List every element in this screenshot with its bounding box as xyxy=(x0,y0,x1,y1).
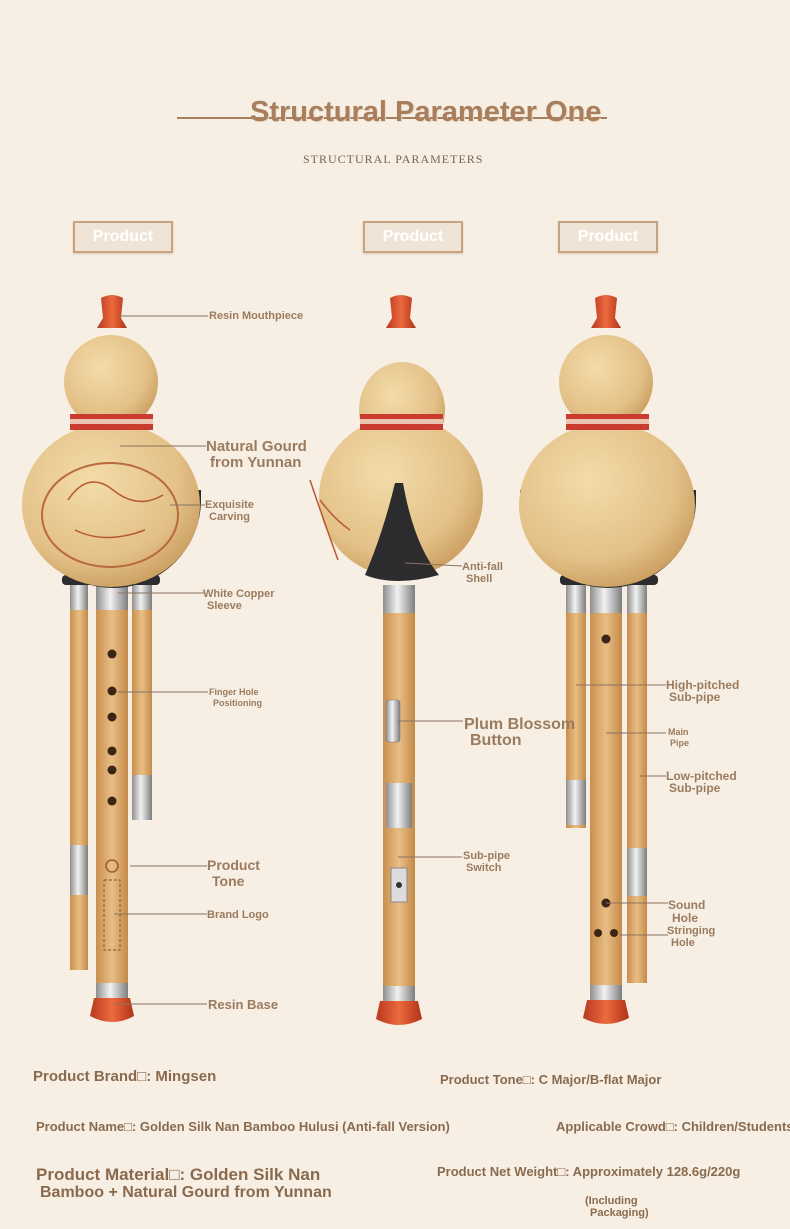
label-sub-pipe-switch-2: Switch xyxy=(466,862,502,874)
spec-packaging-2: Packaging) xyxy=(590,1207,649,1219)
label-exquisite-carving-2: Carving xyxy=(209,511,250,523)
label-stringing-hole-1: Stringing xyxy=(667,925,716,937)
label-product-tone-2: Tone xyxy=(212,873,245,889)
label-sub-pipe-switch-1: Sub-pipe xyxy=(463,850,511,862)
spec-net-weight: Product Net Weight□: Approximately 128.6… xyxy=(437,1164,741,1179)
side-view xyxy=(309,295,483,1025)
back-view xyxy=(519,295,696,1024)
label-exquisite-carving-1: Exquisite xyxy=(205,499,254,511)
label-product-tone-1: Product xyxy=(207,857,260,873)
spec-applicable-crowd: Applicable Crowd□: Children/Students xyxy=(556,1119,790,1134)
label-finger-hole-1: Finger Hole xyxy=(209,687,259,697)
label-finger-hole-2: Positioning xyxy=(213,698,262,708)
label-natural-gourd-1: Natural Gourd xyxy=(206,438,307,455)
view-label-side: Product Side xyxy=(363,221,463,253)
label-plum-blossom-1: Plum Blossom xyxy=(464,716,576,733)
label-main-pipe-2: Pipe xyxy=(670,738,690,748)
label-high-pitched-2: Sub-pipe xyxy=(669,690,721,704)
page-title: Structural Parameter One xyxy=(250,96,602,128)
hulusi-illustration xyxy=(22,295,696,1025)
label-main-pipe-1: Main xyxy=(668,727,689,737)
leader-lines xyxy=(114,315,668,1005)
label-brand-logo: Brand Logo xyxy=(207,909,269,921)
view-label-front: Product Front xyxy=(73,221,173,253)
label-anti-fall-1: Anti-fall xyxy=(462,561,503,573)
label-natural-gourd-2: from Yunnan xyxy=(210,454,302,471)
spec-packaging-1: (Including xyxy=(585,1195,638,1207)
label-plum-blossom-2: Button xyxy=(470,732,522,749)
label-white-copper-sleeve-2: Sleeve xyxy=(207,600,242,612)
title-rule xyxy=(177,117,607,119)
spec-product-brand: Product Brand□: Mingsen xyxy=(33,1068,217,1085)
label-white-copper-sleeve-1: White Copper xyxy=(203,588,275,600)
label-sound-hole-2: Hole xyxy=(672,911,699,925)
label-high-pitched-1: High-pitched xyxy=(666,678,740,692)
label-stringing-hole-2: Hole xyxy=(671,937,695,949)
page-subtitle: STRUCTURAL PARAMETERS xyxy=(303,152,484,166)
label-resin-mouthpiece: Resin Mouthpiece xyxy=(209,310,304,322)
spec-product-material-2: Bamboo + Natural Gourd from Yunnan xyxy=(40,1184,332,1201)
front-view xyxy=(22,295,201,1022)
spec-product-name: Product Name□: Golden Silk Nan Bamboo Hu… xyxy=(36,1119,450,1134)
label-sound-hole-1: Sound xyxy=(668,898,706,912)
spec-product-material-1: Product Material□: Golden Silk Nan xyxy=(36,1165,321,1184)
view-label-back: Product Back xyxy=(558,221,658,253)
spec-product-tone: Product Tone□: C Major/B-flat Major xyxy=(440,1072,662,1087)
label-low-pitched-2: Sub-pipe xyxy=(669,781,721,795)
label-anti-fall-2: Shell xyxy=(466,573,493,585)
label-low-pitched-1: Low-pitched xyxy=(666,769,737,783)
label-resin-base: Resin Base xyxy=(208,997,279,1012)
